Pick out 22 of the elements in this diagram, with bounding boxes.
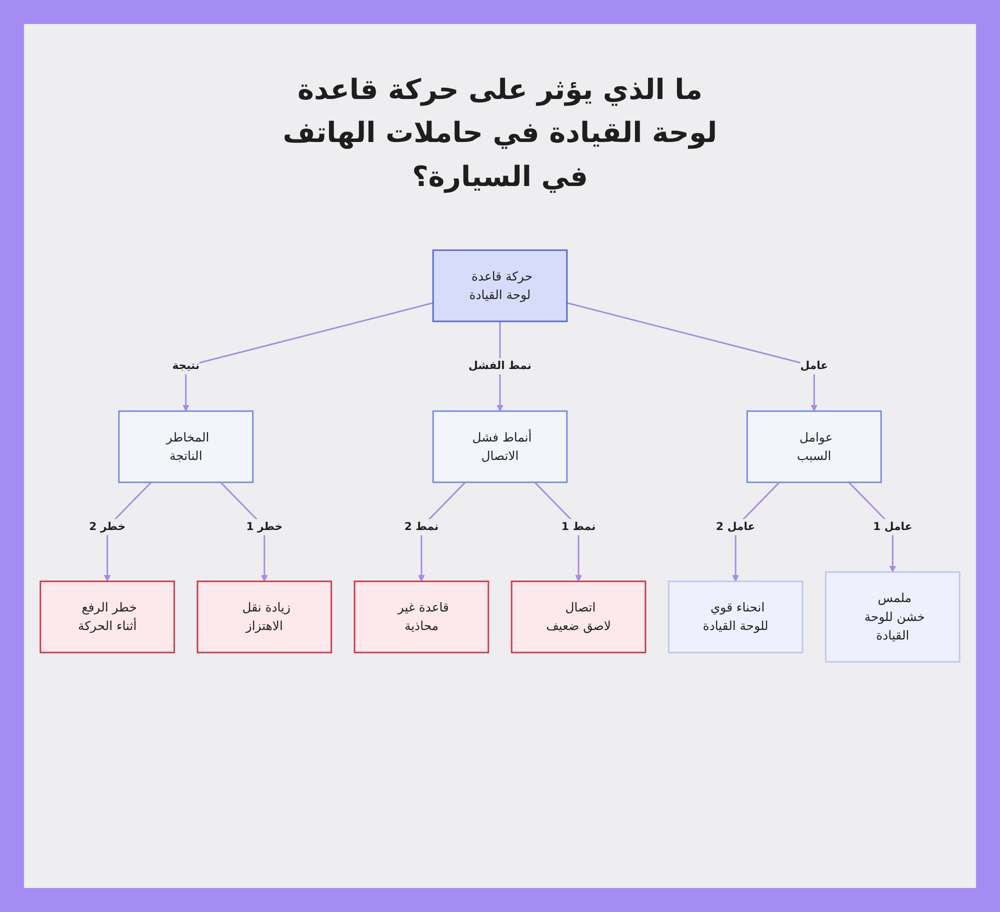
edge-label: عامل	[800, 360, 828, 372]
node-box: انحناء قوي للوحة القيادة	[668, 580, 804, 654]
edge-label: نمط 2	[404, 520, 439, 533]
node-box: أنماط فشل الاتصال	[432, 410, 568, 484]
edge-label: عامل 1	[873, 520, 912, 533]
node-box: المخاطر الناتجة	[118, 410, 254, 484]
edge-label: نتيجة	[172, 360, 200, 372]
node-box: عوامل السبب	[746, 410, 882, 484]
node-box: ملمس خشن للوحة القيادة	[824, 571, 960, 663]
node-box: خطر الرفع أثناء الحركة	[40, 580, 176, 654]
node-box: اتصال لاصق ضعيف	[510, 580, 646, 654]
edge-label: خطر 1	[246, 520, 283, 533]
edge-label: نمط الفشل	[468, 360, 532, 372]
arrow	[566, 302, 818, 412]
node-box: حركة قاعدة لوحة القيادة	[432, 249, 568, 322]
edge-label: نمط 1	[561, 520, 596, 533]
edge-label: عامل 2	[716, 520, 756, 533]
edge-label: خطر 2	[89, 520, 126, 533]
node-box: زيادة نقل الاهتزاز	[196, 580, 332, 654]
arrow	[182, 302, 434, 412]
node-box: قاعدة غير محاذية	[354, 580, 490, 654]
diagram-title: ما الذي يؤثر على حركة قاعدة لوحة القيادة في حاملات الهاتف في السيارة؟	[282, 72, 718, 195]
